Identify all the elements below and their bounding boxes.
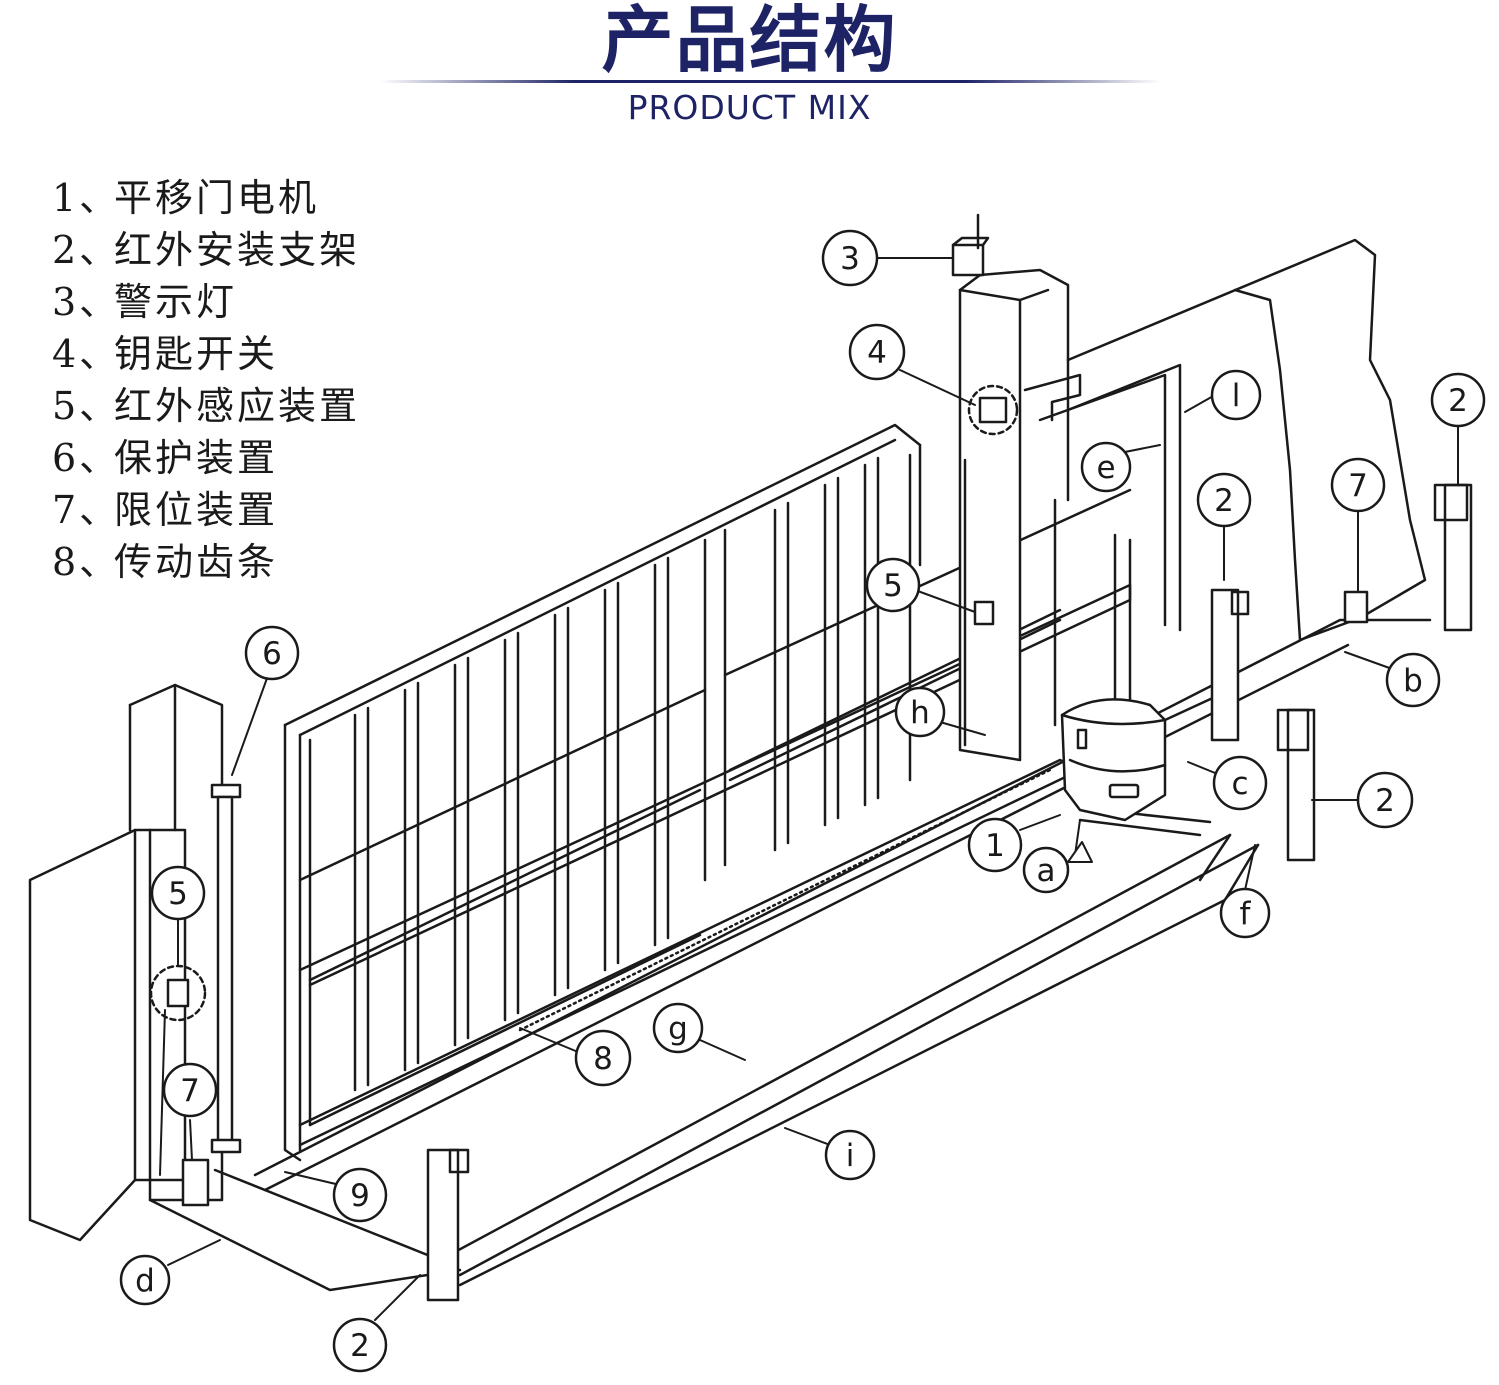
right-wall — [1038, 238, 1427, 642]
callout-2-mid: 2 — [1196, 472, 1252, 528]
legend-item-motor: 1、平移门电机 — [52, 176, 320, 220]
callout-g: g — [652, 1002, 704, 1054]
infrared-sensor-mid — [973, 600, 995, 626]
callout-6: 6 — [244, 625, 300, 681]
svg-text:g: g — [668, 1011, 688, 1047]
callout-2-bottom: 2 — [332, 1317, 388, 1373]
callout-f: f — [1219, 887, 1271, 939]
callout-h: h — [894, 686, 946, 738]
svg-text:a: a — [1037, 853, 1056, 889]
callout-a: a — [1022, 846, 1070, 894]
callout-7-left: 7 — [162, 1062, 218, 1118]
callouts: 3 4 l 2 e 2 7 5 h b c 2 1 a f 6 5 g 8 7 … — [119, 229, 1486, 1373]
infrared-sensor-left — [149, 964, 207, 1022]
arrow-marker — [1067, 841, 1093, 863]
left-pillars — [28, 683, 462, 1292]
callout-8: 8 — [574, 1029, 632, 1087]
callout-4: 4 — [848, 323, 906, 381]
bracket-post-mid — [1210, 588, 1250, 742]
callout-2-right: 2 — [1356, 771, 1414, 829]
legend-item-infrared-bracket: 2、红外安装支架 — [52, 228, 361, 272]
svg-text:5: 5 — [883, 568, 903, 604]
svg-text:d: d — [135, 1263, 155, 1299]
callout-l: l — [1210, 369, 1262, 421]
svg-text:7: 7 — [1348, 468, 1368, 504]
right-post — [958, 268, 1082, 762]
svg-text:2: 2 — [1375, 783, 1395, 819]
svg-text:e: e — [1096, 450, 1115, 486]
svg-text:l: l — [1232, 378, 1241, 414]
leader-lines — [159, 257, 1459, 1321]
bracket-post-right — [1276, 708, 1316, 862]
callout-1: 1 — [967, 817, 1023, 873]
callout-2-far: 2 — [1430, 372, 1486, 428]
callout-5-left: 5 — [150, 865, 206, 921]
callout-b: b — [1385, 652, 1441, 708]
svg-text:8: 8 — [593, 1041, 613, 1077]
callout-3: 3 — [821, 229, 879, 287]
limit-switch-left — [181, 1158, 210, 1207]
title-divider — [380, 80, 1160, 83]
legend-item-warning-light: 3、警示灯 — [52, 280, 238, 324]
callout-i: i — [824, 1129, 876, 1181]
callout-7-right: 7 — [1330, 457, 1386, 513]
legend-item-protection: 6、保护装置 — [52, 436, 279, 480]
legend-item-infrared-sensor: 5、红外感应装置 — [52, 384, 361, 428]
key-switch — [967, 384, 1019, 436]
svg-text:h: h — [910, 695, 930, 731]
callout-c: c — [1212, 755, 1268, 811]
callout-e: e — [1080, 441, 1132, 493]
limit-switch-right — [1343, 590, 1369, 624]
svg-text:2: 2 — [1448, 383, 1468, 419]
svg-text:b: b — [1403, 663, 1423, 699]
bracket-post-far — [1433, 483, 1473, 632]
page-subtitle: PRODUCT MIX — [627, 88, 872, 127]
bracket-post-bottom — [426, 1148, 470, 1302]
legend-item-gear-rack: 8、传动齿条 — [52, 540, 279, 584]
callout-5-mid: 5 — [865, 557, 921, 613]
svg-text:5: 5 — [168, 876, 188, 912]
legend-item-limit: 7、限位装置 — [52, 488, 279, 532]
svg-text:c: c — [1231, 766, 1248, 802]
svg-text:7: 7 — [180, 1073, 200, 1109]
legend-item-key-switch: 4、钥匙开关 — [52, 332, 279, 376]
page-title: 产品结构 — [601, 0, 898, 82]
svg-text:f: f — [1240, 896, 1252, 932]
parts-legend: 1、平移门电机 2、红外安装支架 3、警示灯 4、钥匙开关 5、红外感应装置 6… — [52, 172, 360, 588]
protection-edge — [210, 783, 242, 1154]
svg-text:2: 2 — [1214, 483, 1234, 519]
svg-text:3: 3 — [840, 241, 860, 277]
svg-text:9: 9 — [350, 1178, 370, 1214]
callout-9: 9 — [332, 1167, 388, 1223]
svg-text:4: 4 — [867, 335, 887, 371]
ground-tracks — [213, 618, 1432, 1287]
svg-text:2: 2 — [350, 1328, 370, 1364]
svg-text:1: 1 — [985, 828, 1005, 864]
svg-text:6: 6 — [262, 636, 282, 672]
warning-light — [951, 213, 990, 277]
callout-d: d — [119, 1254, 171, 1306]
svg-text:i: i — [846, 1138, 855, 1174]
motor-unit — [1060, 688, 1232, 822]
